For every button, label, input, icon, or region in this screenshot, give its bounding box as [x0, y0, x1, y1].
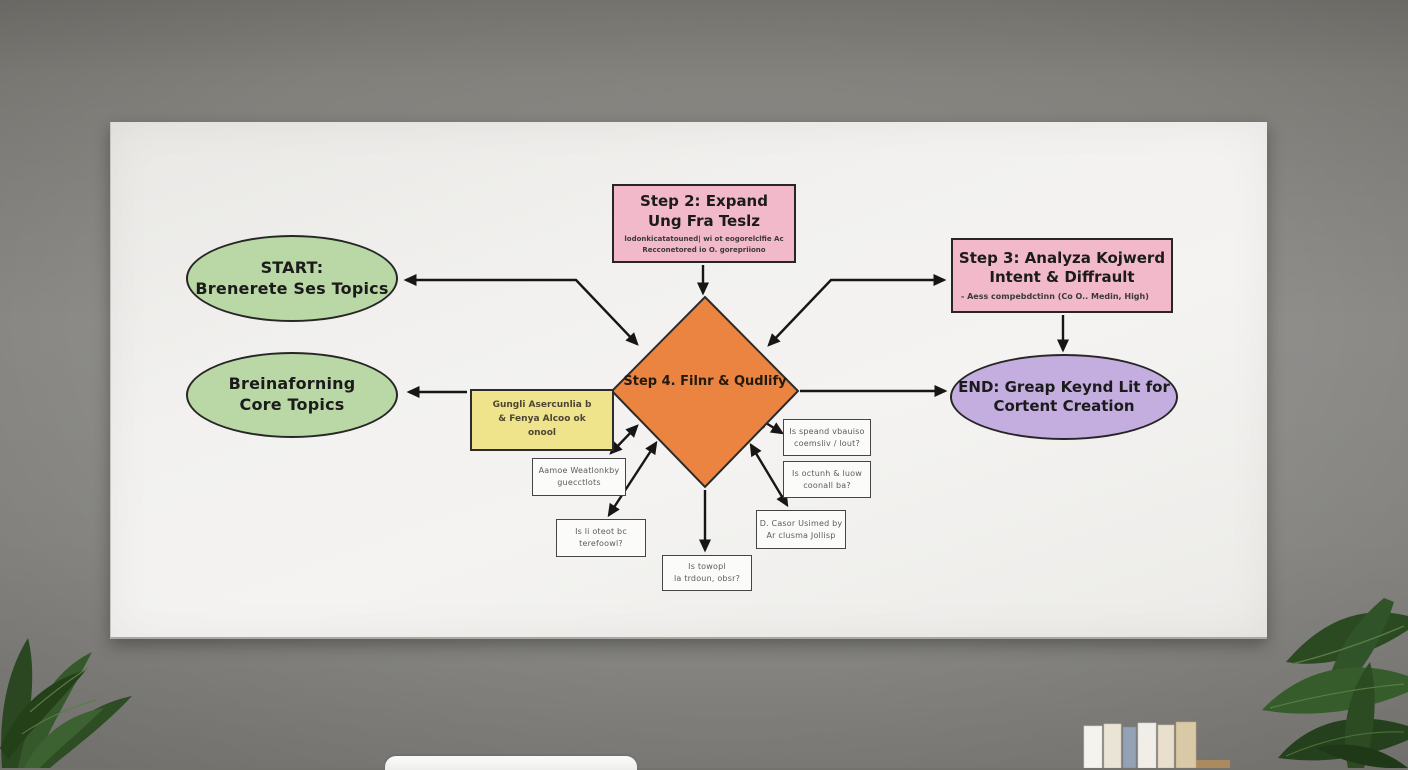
- node-step2-note-line2: Recconetored io O. gorepriiono: [642, 245, 766, 254]
- question-box-intent-line1: Is octunh & luow: [792, 468, 862, 478]
- node-step2-note-line1: lodonkicatatouned| wi ot eogorelclfie Ac: [624, 235, 784, 243]
- node-step2-title1: Step 2: Expand: [640, 192, 768, 210]
- question-box-bottom: Is towopl la trdoun, obsr?: [662, 555, 752, 591]
- note-yellow: Gungli Asercunlia b & Fenya Alcoo ok ono…: [470, 389, 614, 451]
- question-box-usedby-line1: D. Casor Usimed by: [759, 518, 843, 528]
- node-start-subtitle: Brenerete Ses Topics: [195, 278, 389, 298]
- node-step3-note-line1: - Aess compebdctinn (Co O.. Medin, High): [961, 291, 1149, 301]
- question-box-volume-line1: Is speand vbauiso: [789, 426, 865, 436]
- node-brainstorm-line2: Core Topics: [239, 395, 345, 414]
- node-start: START: Brenerete Ses Topics: [186, 235, 398, 322]
- node-step2-note: lodonkicatatouned| wi ot eogorelclfie Ac…: [624, 234, 783, 255]
- book-spines: [1083, 721, 1197, 768]
- node-end-line2: Cortent Creation: [993, 397, 1135, 415]
- node-step4-label: Step 4. Filnr & Qudlify: [623, 374, 787, 389]
- question-box-volume: Is speand vbauiso coemsliv / lout?: [783, 419, 871, 456]
- question-box-intent-line2: coonall ba?: [803, 480, 851, 490]
- note-yellow-line1: Gungli Asercunlia b: [492, 400, 592, 411]
- node-step2-title2: Ung Fra Teslz: [647, 211, 761, 230]
- question-box-questions: Aamoe Weatlonkby guecctlots: [532, 458, 626, 496]
- question-box-relevant: Is li oteot bc terefoowl?: [556, 519, 646, 557]
- node-step3-title1: Step 3: Analyza Kojwerd: [958, 248, 1166, 267]
- desk-object: [385, 756, 637, 770]
- question-box-questions-line1: Aamoe Weatlonkby: [538, 466, 620, 476]
- plant-left-leaves: [0, 638, 132, 768]
- question-box-volume-line2: coemsliv / lout?: [794, 438, 860, 448]
- plant-right-leaves: [1262, 598, 1408, 768]
- plant-right: [1262, 598, 1408, 768]
- note-yellow-line2: & Fenya Alcoo ok: [498, 414, 586, 425]
- floor-strip: [1178, 760, 1230, 768]
- question-box-bottom-line1: Is towopl: [688, 562, 726, 572]
- plant-left: [0, 638, 132, 768]
- question-box-questions-line2: guecctlots: [557, 478, 601, 487]
- node-start-title: START:: [260, 257, 324, 277]
- node-end-line1: END: Greap Keynd Lit for: [958, 377, 1170, 396]
- node-brainstorm-line1: Breinaforning: [228, 374, 356, 394]
- node-step3: Step 3: Analyza Kojwerd Intent & Diffrau…: [951, 238, 1173, 313]
- book-stack: [1083, 721, 1230, 768]
- question-box-relevant-line1: Is li oteot bc: [575, 527, 627, 537]
- node-step3-title2: Intent & Diffrault: [989, 268, 1135, 286]
- node-step2: Step 2: Expand Ung Fra Teslz lodonkicata…: [612, 184, 796, 263]
- question-box-usedby-line2: Ar clusma Jollisp: [766, 530, 836, 540]
- question-box-bottom-line2: la trdoun, obsr?: [673, 574, 741, 583]
- node-brainstorm: Breinaforning Core Topics: [186, 352, 398, 438]
- question-box-usedby: D. Casor Usimed by Ar clusma Jollisp: [756, 510, 846, 549]
- note-yellow-line3: onool: [527, 427, 557, 438]
- node-end: END: Greap Keynd Lit for Cortent Creatio…: [950, 354, 1178, 440]
- question-box-relevant-line2: terefoowl?: [579, 539, 623, 548]
- question-box-intent: Is octunh & luow coonall ba?: [783, 461, 871, 498]
